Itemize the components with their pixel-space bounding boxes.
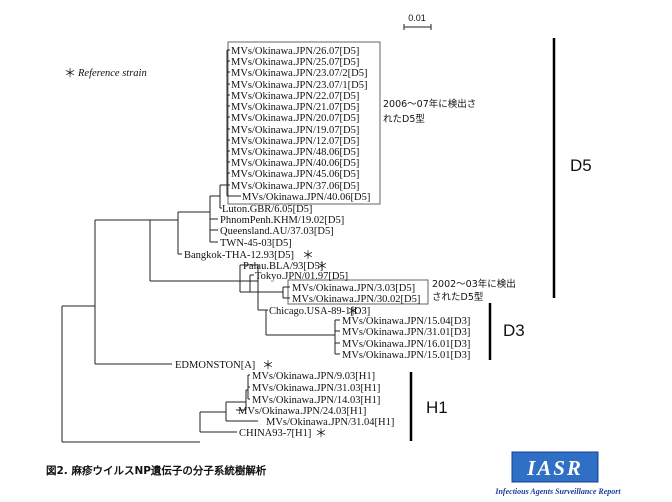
d5-2002-03-box <box>287 279 429 305</box>
leaf-label: MVs/Okinawa.JPN/26.07[D5] <box>231 46 359 57</box>
reference-star: ＊ <box>262 358 274 372</box>
clade-label-d5: D5 <box>570 156 592 175</box>
leaf-label: MVs/Okinawa.JPN/9.03[H1] <box>252 371 375 382</box>
leaf-label: MVs/Okinawa.JPN/25.07[D5] <box>231 57 359 68</box>
leaf-labels-d5-box2: MVs/Okinawa.JPN/3.03[D5] MVs/Okinawa.JPN… <box>292 283 420 305</box>
leaf-label: MVs/Okinawa.JPN/30.02[D5] <box>292 294 420 305</box>
leaf-labels-d5-box: MVs/Okinawa.JPN/26.07[D5] MVs/Okinawa.JP… <box>231 46 370 203</box>
reference-star: ＊ <box>316 259 328 273</box>
leaf-label: PhnomPenh.KHM/19.02[D5] <box>220 215 344 226</box>
iasr-logo: IASR Infectious Agents Surveillance Repo… <box>494 451 621 496</box>
figure-caption: 図2. 麻疹ウイルスNP遺伝子の分子系統樹解析 <box>46 464 267 477</box>
leaf-label-edmonston: EDMONSTON[A] <box>175 360 255 371</box>
reference-star: ＊ <box>302 248 314 262</box>
leaf-label: MVs/Okinawa.JPN/40.06[D5] <box>242 192 370 203</box>
box2-note-line2: されたD5型 <box>432 292 484 303</box>
clade-label-h1: H1 <box>426 398 448 417</box>
reference-star: ＊ <box>347 304 359 318</box>
leaf-label: MVs/Okinawa.JPN/15.01[D3] <box>342 350 470 361</box>
leaf-label: MVs/Okinawa.JPN/48.06[D5] <box>231 147 359 158</box>
leaf-label: CHINA93-7[H1] <box>239 428 311 439</box>
leaf-label: Queensland.AU/37.03[D5] <box>220 226 334 237</box>
leaf-label: MVs/Okinawa.JPN/15.04[D3] <box>342 316 470 327</box>
iasr-logo-box <box>511 451 599 483</box>
iasr-logo-text: IASR <box>526 456 583 480</box>
leaf-label: MVs/Okinawa.JPN/16.01[D3] <box>342 339 470 350</box>
clade-label-d3: D3 <box>503 321 525 340</box>
leaf-label: MVs/Okinawa.JPN/45.06[D5] <box>231 169 359 180</box>
leaf-label: MVs/Okinawa.JPN/14.03[H1] <box>252 395 380 406</box>
d5-2006-07-box <box>227 41 381 205</box>
leaf-label: MVs/Okinawa.JPN/3.03[D5] <box>292 283 415 294</box>
leaf-label: Luton.GBR/6.05[D5] <box>222 204 312 215</box>
leaf-labels-h1: MVs/Okinawa.JPN/9.03[H1] MVs/Okinawa.JPN… <box>238 371 394 440</box>
leaf-labels-d5-other: Luton.GBR/6.05[D5] PhnomPenh.KHM/19.02[D… <box>184 204 348 282</box>
leaf-label: MVs/Okinawa.JPN/20.07[D5] <box>231 113 359 124</box>
leaf-label: TWN-45-03[D5] <box>220 238 292 249</box>
reference-star: ＊ <box>315 426 327 440</box>
leaf-label: Bangkok-THA-12.93[D5] <box>184 250 294 261</box>
box2-note-line1: 2002〜03年に検出 <box>432 278 516 290</box>
reference-note: Reference strain <box>77 68 147 79</box>
leaf-label: MVs/Okinawa.JPN/23.07/2[D5] <box>231 68 368 79</box>
box1-note-line2: れたD5型 <box>383 114 425 125</box>
leaf-label: Palau.BLA/93[D5] <box>243 261 323 272</box>
leaf-label: MVs/Okinawa.JPN/23.07/1[D5] <box>231 80 368 91</box>
leaf-labels-d3: Chicago.USA-89-1[D3] ＊ MVs/Okinawa.JPN/1… <box>269 304 470 361</box>
iasr-logo-subtitle: Infectious Agents Surveillance Report <box>494 487 621 496</box>
leaf-label: MVs/Okinawa.JPN/24.03[H1] <box>238 406 366 417</box>
leaf-label: Tokyo.JPN/01.97[D5] <box>255 271 348 282</box>
leaf-label: MVs/Okinawa.JPN/31.04[H1] <box>266 417 394 428</box>
leaf-label: MVs/Okinawa.JPN/31.03[H1] <box>252 383 380 394</box>
leaf-label: MVs/Okinawa.JPN/37.06[D5] <box>231 181 359 192</box>
leaf-label: MVs/Okinawa.JPN/12.07[D5] <box>231 136 359 147</box>
scale-bar-label: 0.01 <box>408 13 426 23</box>
leaf-label: MVs/Okinawa.JPN/21.07[D5] <box>231 102 359 113</box>
leaf-label: Chicago.USA-89-1[D3] <box>269 306 370 317</box>
leaf-label: MVs/Okinawa.JPN/40.06[D5] <box>231 158 359 169</box>
leaf-label: MVs/Okinawa.JPN/22.07[D5] <box>231 91 359 102</box>
box1-note-line1: 2006〜07年に検出さ <box>383 98 476 110</box>
leaf-label: MVs/Okinawa.JPN/19.07[D5] <box>231 125 359 136</box>
leaf-label: MVs/Okinawa.JPN/31.01[D3] <box>342 327 470 338</box>
reference-marker: ＊ <box>64 66 76 80</box>
